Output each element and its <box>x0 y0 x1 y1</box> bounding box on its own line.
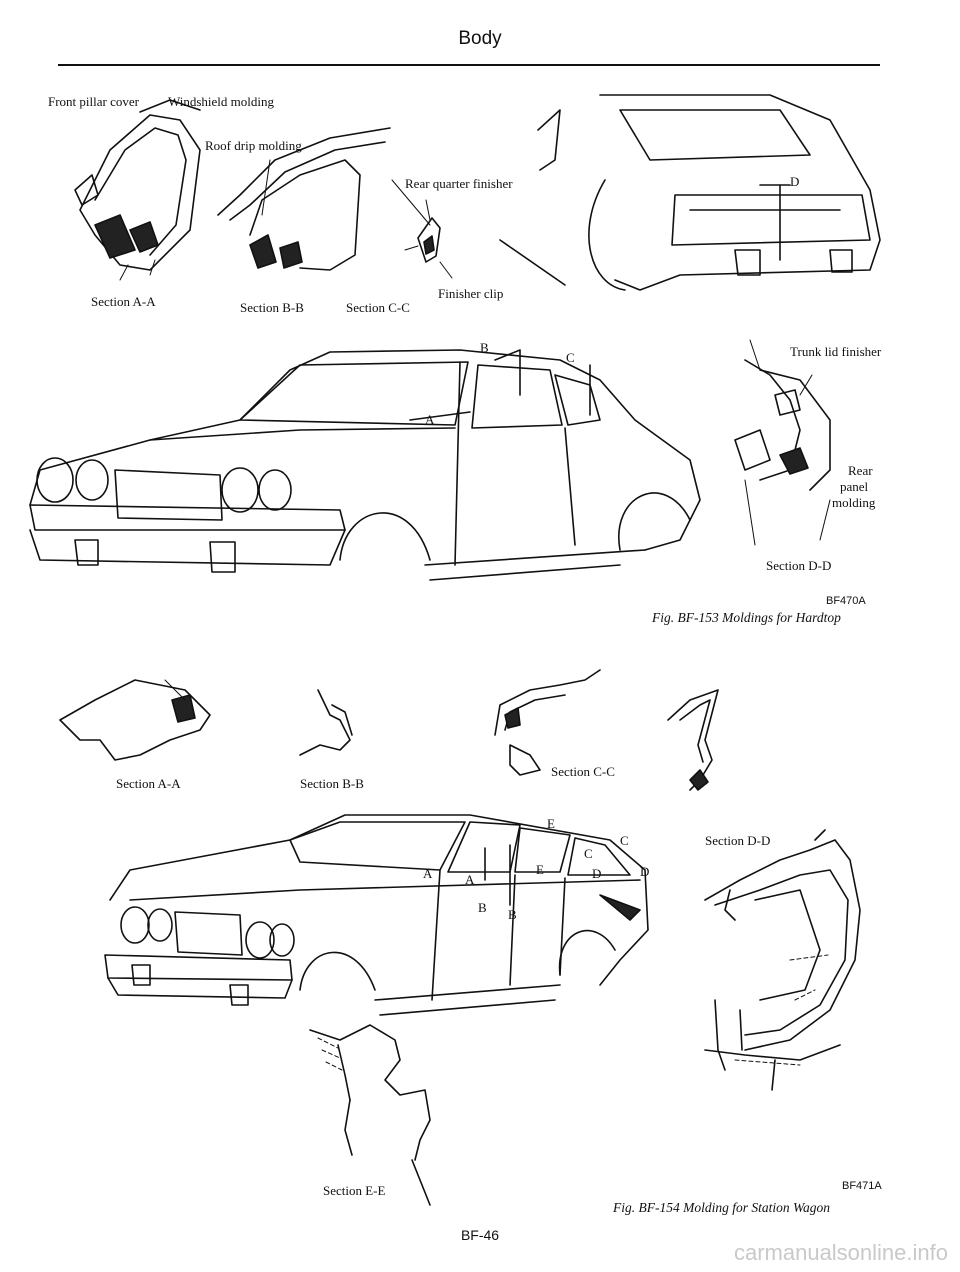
label-trunk-lid-finisher: Trunk lid finisher <box>790 344 882 359</box>
wagon-section-a-a-drawing <box>59 679 211 761</box>
label-rear-panel-molding-line3: molding <box>832 495 876 510</box>
wagon-car-body <box>104 814 649 1016</box>
label-section-e-e-wagon: Section E-E <box>323 1183 386 1198</box>
page-number: BF-46 <box>460 1227 500 1243</box>
arrow-label-d-wagon-left: D <box>592 866 602 881</box>
label-section-d-d-wagon: Section D-D <box>705 833 771 848</box>
wagon-rear-corner-drawing <box>704 829 861 1091</box>
label-rear-quarter-finisher: Rear quarter finisher <box>405 176 513 191</box>
wagon-section-c-c-drawing <box>494 669 601 776</box>
label-windshield-molding: Windshield molding <box>168 94 274 109</box>
arrow-label-e-wagon-top: E <box>547 816 555 831</box>
label-section-a-a-wagon: Section A-A <box>116 776 181 791</box>
arrow-label-a-hardtop: A <box>425 412 435 427</box>
page-title: Body <box>458 28 502 49</box>
figure-code-bf471a: BF471A <box>842 1180 882 1192</box>
arrow-label-c-wagon-outer: C <box>620 833 629 848</box>
hardtop-rear-view <box>499 94 881 291</box>
hardtop-car-body <box>29 349 701 581</box>
label-section-b-b-wagon: Section B-B <box>300 776 364 791</box>
arrow-label-d-hardtop: D <box>790 174 800 189</box>
figure-caption-bf-153: Fig. BF-153 Moldings for Hardtop <box>652 610 841 625</box>
label-roof-drip-molding: Roof drip molding <box>205 138 302 153</box>
arrow-label-c-wagon-inner: C <box>584 846 593 861</box>
header-rule <box>58 64 880 66</box>
label-section-b-b-hardtop: Section B-B <box>240 300 304 315</box>
arrow-label-a-wagon-inner: A <box>465 872 475 887</box>
watermark: carmanualsonline.info <box>733 1240 948 1265</box>
hardtop-section-a-a-drawing <box>74 99 201 281</box>
label-section-c-c-wagon: Section C-C <box>551 764 615 779</box>
figure-code-bf470a: BF470A <box>826 595 866 607</box>
wagon-section-e-e-drawing <box>309 1024 431 1206</box>
arrow-label-a-wagon-outer: A <box>423 866 433 881</box>
label-section-c-c-hardtop: Section C-C <box>346 300 410 315</box>
hardtop-section-b-b-drawing <box>217 127 391 271</box>
arrow-label-e-wagon-bottom: E <box>536 862 544 877</box>
arrow-label-d-wagon-right: D <box>640 864 650 879</box>
label-front-pillar-cover: Front pillar cover <box>48 94 139 109</box>
arrow-label-b-wagon-left: B <box>478 900 487 915</box>
label-rear-panel-molding-line1: Rear <box>848 463 873 478</box>
arrow-label-b-wagon-right: B <box>508 907 517 922</box>
label-section-d-d-hardtop: Section D-D <box>766 558 832 573</box>
arrow-label-b-hardtop: B <box>480 340 489 355</box>
figure-caption-bf-154: Fig. BF-154 Molding for Station Wagon <box>613 1200 830 1215</box>
hardtop-section-c-c-drawing <box>391 179 453 279</box>
arrow-label-c-hardtop: C <box>566 350 575 365</box>
wagon-section-d-d-drawing <box>667 689 719 791</box>
label-rear-panel-molding-line2: panel <box>840 479 869 494</box>
label-section-a-a-hardtop: Section A-A <box>91 294 156 309</box>
hardtop-section-d-d-drawing <box>734 339 831 546</box>
label-finisher-clip: Finisher clip <box>438 286 504 301</box>
wagon-section-b-b-drawing <box>299 689 353 756</box>
